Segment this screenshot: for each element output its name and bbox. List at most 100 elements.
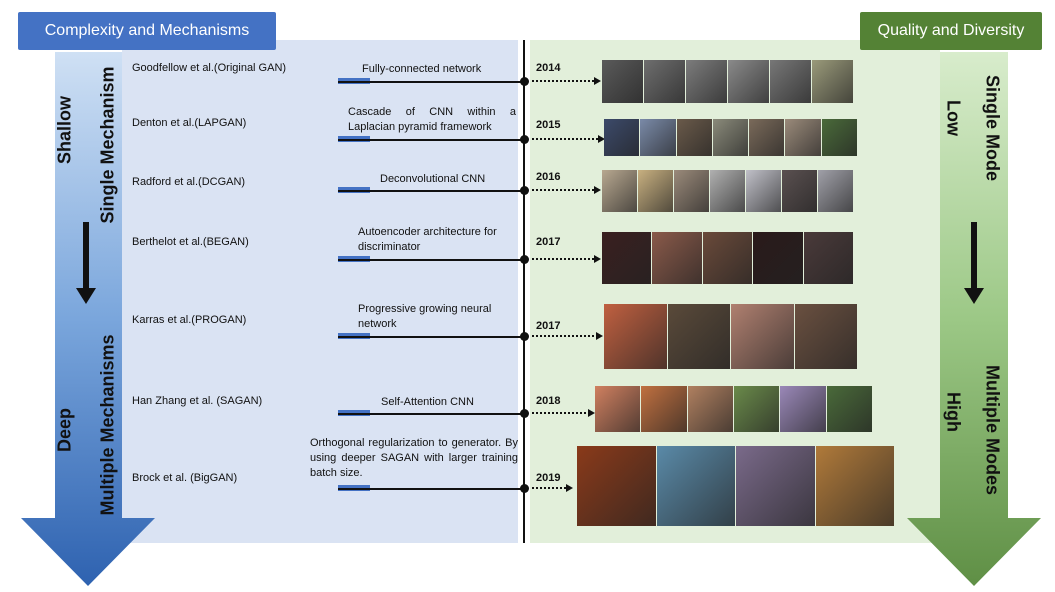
- row-year: 2017: [536, 320, 561, 332]
- quality-header: Quality and Diversity: [860, 12, 1042, 50]
- row-author: Denton et al.(LAPGAN): [132, 117, 247, 129]
- sample-image: [749, 119, 785, 156]
- complexity-arrow: [21, 52, 155, 586]
- sample-image: [604, 304, 667, 369]
- row-connector: [338, 413, 524, 415]
- sample-image: [710, 170, 745, 212]
- sample-image: [770, 60, 811, 103]
- timeline-dot: [520, 77, 529, 86]
- row-year: 2014: [536, 62, 561, 74]
- timeline-dot: [520, 135, 529, 144]
- sample-image: [712, 119, 749, 156]
- timeline-dot: [520, 409, 529, 418]
- row-author: Karras et al.(PROGAN): [132, 314, 247, 326]
- sample-image: [782, 170, 817, 212]
- sample-image: [644, 60, 685, 103]
- row-author: Brock et al. (BigGAN): [132, 472, 238, 484]
- sample-image: [818, 170, 853, 212]
- timeline-dot: [520, 186, 529, 195]
- row-connector: [338, 336, 524, 338]
- row-description: Self-Attention CNN: [381, 396, 474, 408]
- sample-image: [826, 386, 872, 432]
- row-year: 2019: [536, 472, 561, 484]
- dotted-arrow-icon: [532, 77, 601, 85]
- timeline-dot: [520, 332, 529, 341]
- sample-image: [641, 386, 687, 432]
- row-year: 2016: [536, 171, 561, 183]
- began-sample-images: [602, 232, 854, 284]
- row-author: Han Zhang et al. (SAGAN): [132, 395, 263, 407]
- row-author: Radford et al.(DCGAN): [132, 176, 246, 188]
- complexity-header: Complexity and Mechanisms: [18, 12, 276, 50]
- row-description: Fully-connected network: [362, 63, 482, 75]
- sample-image: [604, 119, 640, 156]
- down-arrow-right-icon: [964, 288, 984, 304]
- sagan-sample-images: [595, 386, 873, 432]
- row-description: Deconvolutional CNN: [380, 173, 486, 185]
- sample-image: [602, 232, 652, 284]
- sample-image: [736, 446, 815, 526]
- single-mechanism-label: Single Mechanism: [97, 66, 118, 224]
- single-mode-label: Single Mode: [982, 74, 1003, 182]
- dcgan-sample-images: [602, 170, 854, 212]
- sample-image: [656, 446, 735, 526]
- biggan-sample-images: [577, 446, 895, 526]
- sample-image: [785, 119, 821, 156]
- timeline-dot: [520, 255, 529, 264]
- row-author: Berthelot et al.(BEGAN): [132, 236, 249, 248]
- multiple-mechanisms-label: Multiple Mechanisms: [97, 334, 118, 516]
- sample-image: [577, 446, 656, 526]
- complexity-panel: [122, 40, 518, 543]
- gan-sample-images: [602, 60, 854, 103]
- row-author: Goodfellow et al.(Original GAN): [132, 62, 287, 74]
- dotted-arrow-icon: [532, 135, 605, 143]
- sample-image: [812, 60, 853, 103]
- deep-label: Deep: [54, 407, 75, 453]
- sample-image: [602, 60, 643, 103]
- sample-image: [687, 386, 733, 432]
- row-connector: [338, 190, 524, 192]
- sample-image: [595, 386, 641, 432]
- sample-image: [753, 232, 803, 284]
- sample-image: [731, 304, 794, 369]
- sample-image: [794, 304, 857, 369]
- sample-image: [638, 170, 673, 212]
- sample-image: [674, 170, 709, 212]
- sample-image: [602, 170, 637, 212]
- dotted-arrow-icon: [532, 409, 595, 417]
- dotted-arrow-icon: [532, 186, 601, 194]
- sample-image: [667, 304, 730, 369]
- down-arrow-left-icon: [76, 288, 96, 304]
- dotted-arrow-icon: [532, 332, 603, 340]
- sample-image: [728, 60, 769, 103]
- high-label: High: [943, 392, 964, 432]
- row-connector: [338, 139, 524, 141]
- row-description: Autoencoder architecture for discriminat…: [358, 226, 497, 253]
- sample-image: [803, 232, 853, 284]
- sample-image: [780, 386, 826, 432]
- quality-arrow: [907, 52, 1041, 586]
- sample-image: [686, 60, 727, 103]
- progan-sample-images: [604, 304, 858, 369]
- row-year: 2015: [536, 119, 561, 131]
- row-description: Progressive growing neural network: [358, 303, 492, 330]
- multiple-modes-label: Multiple Modes: [982, 365, 1003, 495]
- sample-image: [676, 119, 712, 156]
- row-description: Cascade of CNN within a Laplacian pyrami…: [348, 106, 516, 133]
- lapgan-sample-images: [604, 119, 858, 156]
- dotted-arrow-icon: [532, 255, 601, 263]
- dotted-arrow-icon: [532, 484, 573, 492]
- sample-image: [734, 386, 780, 432]
- sample-image: [815, 446, 894, 526]
- row-year: 2017: [536, 236, 561, 248]
- sample-image: [652, 232, 702, 284]
- timeline-dot: [520, 484, 529, 493]
- sample-image: [746, 170, 781, 212]
- row-year: 2018: [536, 395, 561, 407]
- sample-image: [821, 119, 857, 156]
- sample-image: [640, 119, 676, 156]
- row-description: Orthogonal regularization to generator. …: [310, 437, 518, 479]
- shallow-label: Shallow: [54, 95, 75, 165]
- row-connector: [338, 81, 524, 83]
